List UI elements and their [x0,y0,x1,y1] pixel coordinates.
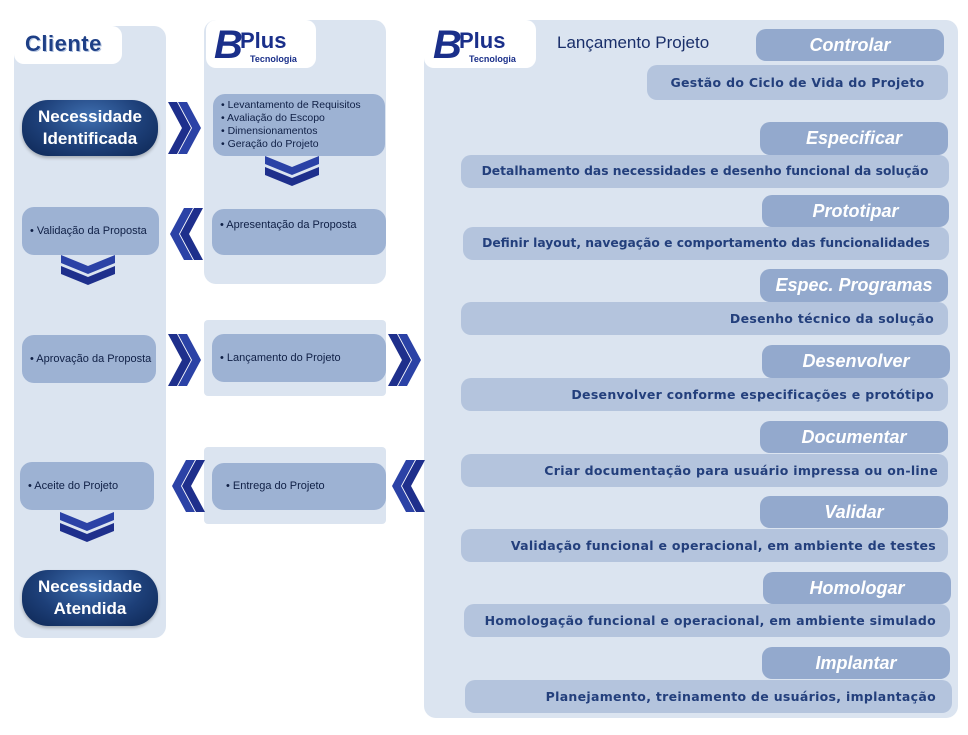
logo-letter: B [214,23,243,67]
levantamento-box: • Levantamento de Requisitos • Avaliação… [213,94,385,156]
step-head-desenvolver: Desenvolver [762,345,950,378]
apresentacao-text: • Apresentação da Proposta [220,219,357,231]
step-desc-especificar: Detalhamento das necessidades e desenho … [461,155,949,188]
lancamento-text: • Lançamento do Projeto [220,351,341,364]
start-oval-line2: Identificada [42,129,138,148]
step-head-implantar: Implantar [762,647,950,679]
bplus-logo-box: B Plus Tecnologia [206,20,316,68]
chevron-right-icon [168,102,201,154]
step-desc-controlar: Gestão do Ciclo de Vida do Projeto [647,65,948,100]
right-logo-box: B Plus Tecnologia [424,20,536,68]
validacao-text: • Validação da Proposta [30,224,147,237]
chevron-down-icon [265,156,319,186]
step-desc-homologar: Homologação funcional e operacional, em … [464,604,950,637]
start-oval-line1: Necessidade [38,107,142,126]
logo-subtitle: Tecnologia [250,54,297,64]
end-oval-line2: Atendida [53,599,127,618]
chevron-left-icon [170,208,203,260]
chevron-right-icon [388,334,421,386]
step-desc-validar: Validação funcional e operacional, em am… [461,529,948,562]
entrega-text: • Entrega do Projeto [226,480,325,492]
cliente-title: Cliente [25,31,102,56]
step-head-controlar: Controlar [756,29,944,61]
entrega-box: • Entrega do Projeto [212,463,386,510]
chevron-down-icon [60,512,114,542]
logo-word: Plus [459,28,506,53]
step-desc-documentar: Criar documentação para usuário impressa… [461,454,948,487]
logo-subtitle: Tecnologia [469,54,516,64]
chevron-down-icon [61,255,115,285]
right-title: Lançamento Projeto [557,33,710,52]
step-head-homologar: Homologar [763,572,951,604]
step-head-prototipar: Prototipar [762,195,949,227]
step-desc-prototipar: Definir layout, navegação e comportament… [463,227,949,260]
step-head-especificar: Especificar [760,122,948,155]
chevron-left-icon [392,460,425,512]
step-desc-desenvolver: Desenvolver conforme especificações e pr… [461,378,948,411]
aprovacao-box: • Aprovação da Proposta [22,335,156,383]
lancamento-box: • Lançamento do Projeto [212,334,386,382]
step-head-validar: Validar [760,496,948,528]
step-desc-espec-programas: Desenho técnico da solução [461,302,948,335]
end-oval: Necessidade Atendida [22,570,158,626]
aceite-text: • Aceite do Projeto [28,479,119,492]
chevron-left-icon [172,460,205,512]
apresentacao-box: • Apresentação da Proposta [212,209,386,255]
logo-letter: B [433,23,462,67]
levantamento-item: • Levantamento de Requisitos [221,99,361,111]
aceite-box: • Aceite do Projeto [20,462,154,510]
step-head-documentar: Documentar [760,421,948,453]
validacao-box: • Validação da Proposta [22,207,159,255]
chevron-right-icon [168,334,201,386]
end-oval-line1: Necessidade [38,577,142,596]
levantamento-item: • Avaliação do Escopo [221,112,325,124]
logo-word: Plus [240,28,287,53]
levantamento-item: • Dimensionamentos [221,125,318,137]
step-desc-implantar: Planejamento, treinamento de usuários, i… [465,680,952,713]
step-head-espec-programas: Espec. Programas [760,269,948,302]
aprovacao-text: • Aprovação da Proposta [30,352,152,365]
start-oval: Necessidade Identificada [22,100,158,156]
levantamento-item: • Geração do Projeto [221,138,319,150]
cliente-header-box [14,26,122,64]
